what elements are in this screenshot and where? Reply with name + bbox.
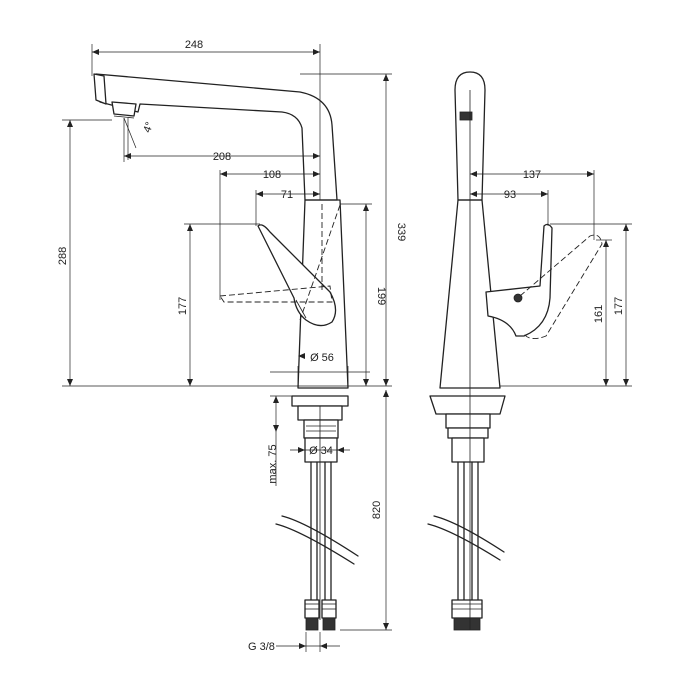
label-handle-reach: 108 (263, 169, 281, 181)
side-body (439, 199, 501, 389)
label-side-handle-height-total: 177 (613, 297, 625, 315)
label-connection-thread: G 3/8 (248, 641, 275, 653)
lever-handle (257, 224, 337, 327)
dimension-lines (62, 44, 632, 652)
mounting-nut (303, 419, 339, 439)
hose-break (275, 515, 359, 565)
label-side-handle-height: 161 (593, 305, 605, 323)
label-max-thickness: max. 75 (267, 444, 279, 483)
dimension-labels: 248 208 108 71 4° 288 339 177 199 Ø 56 m… (57, 39, 625, 653)
label-side-handle-reach: 137 (523, 169, 541, 181)
side-lever (485, 223, 553, 337)
faucet-body (297, 199, 349, 389)
label-aerator-reach: 208 (213, 151, 231, 163)
lever-open-position (219, 285, 333, 303)
side-view (427, 71, 603, 631)
label-side-body-reach: 93 (504, 189, 516, 201)
label-handle-pivot: 71 (281, 189, 293, 201)
label-body-height: 199 (375, 287, 387, 305)
label-total-height: 339 (395, 223, 407, 241)
side-spout (454, 71, 486, 201)
spout-outline (95, 73, 338, 201)
aerator (93, 73, 107, 105)
side-base-plate (429, 395, 506, 415)
side-lever-open (519, 234, 603, 339)
label-spray-angle: 4° (141, 120, 156, 134)
label-aerator-height: 288 (57, 247, 69, 265)
aerator-head (111, 101, 137, 117)
label-base-diameter: Ø 56 (310, 352, 334, 364)
label-pipe-diameter: Ø 34 (309, 445, 333, 457)
base-plate (291, 395, 349, 407)
label-spout-reach: 248 (185, 39, 203, 51)
label-handle-height: 177 (177, 297, 189, 315)
label-hose-length: 820 (371, 501, 383, 519)
